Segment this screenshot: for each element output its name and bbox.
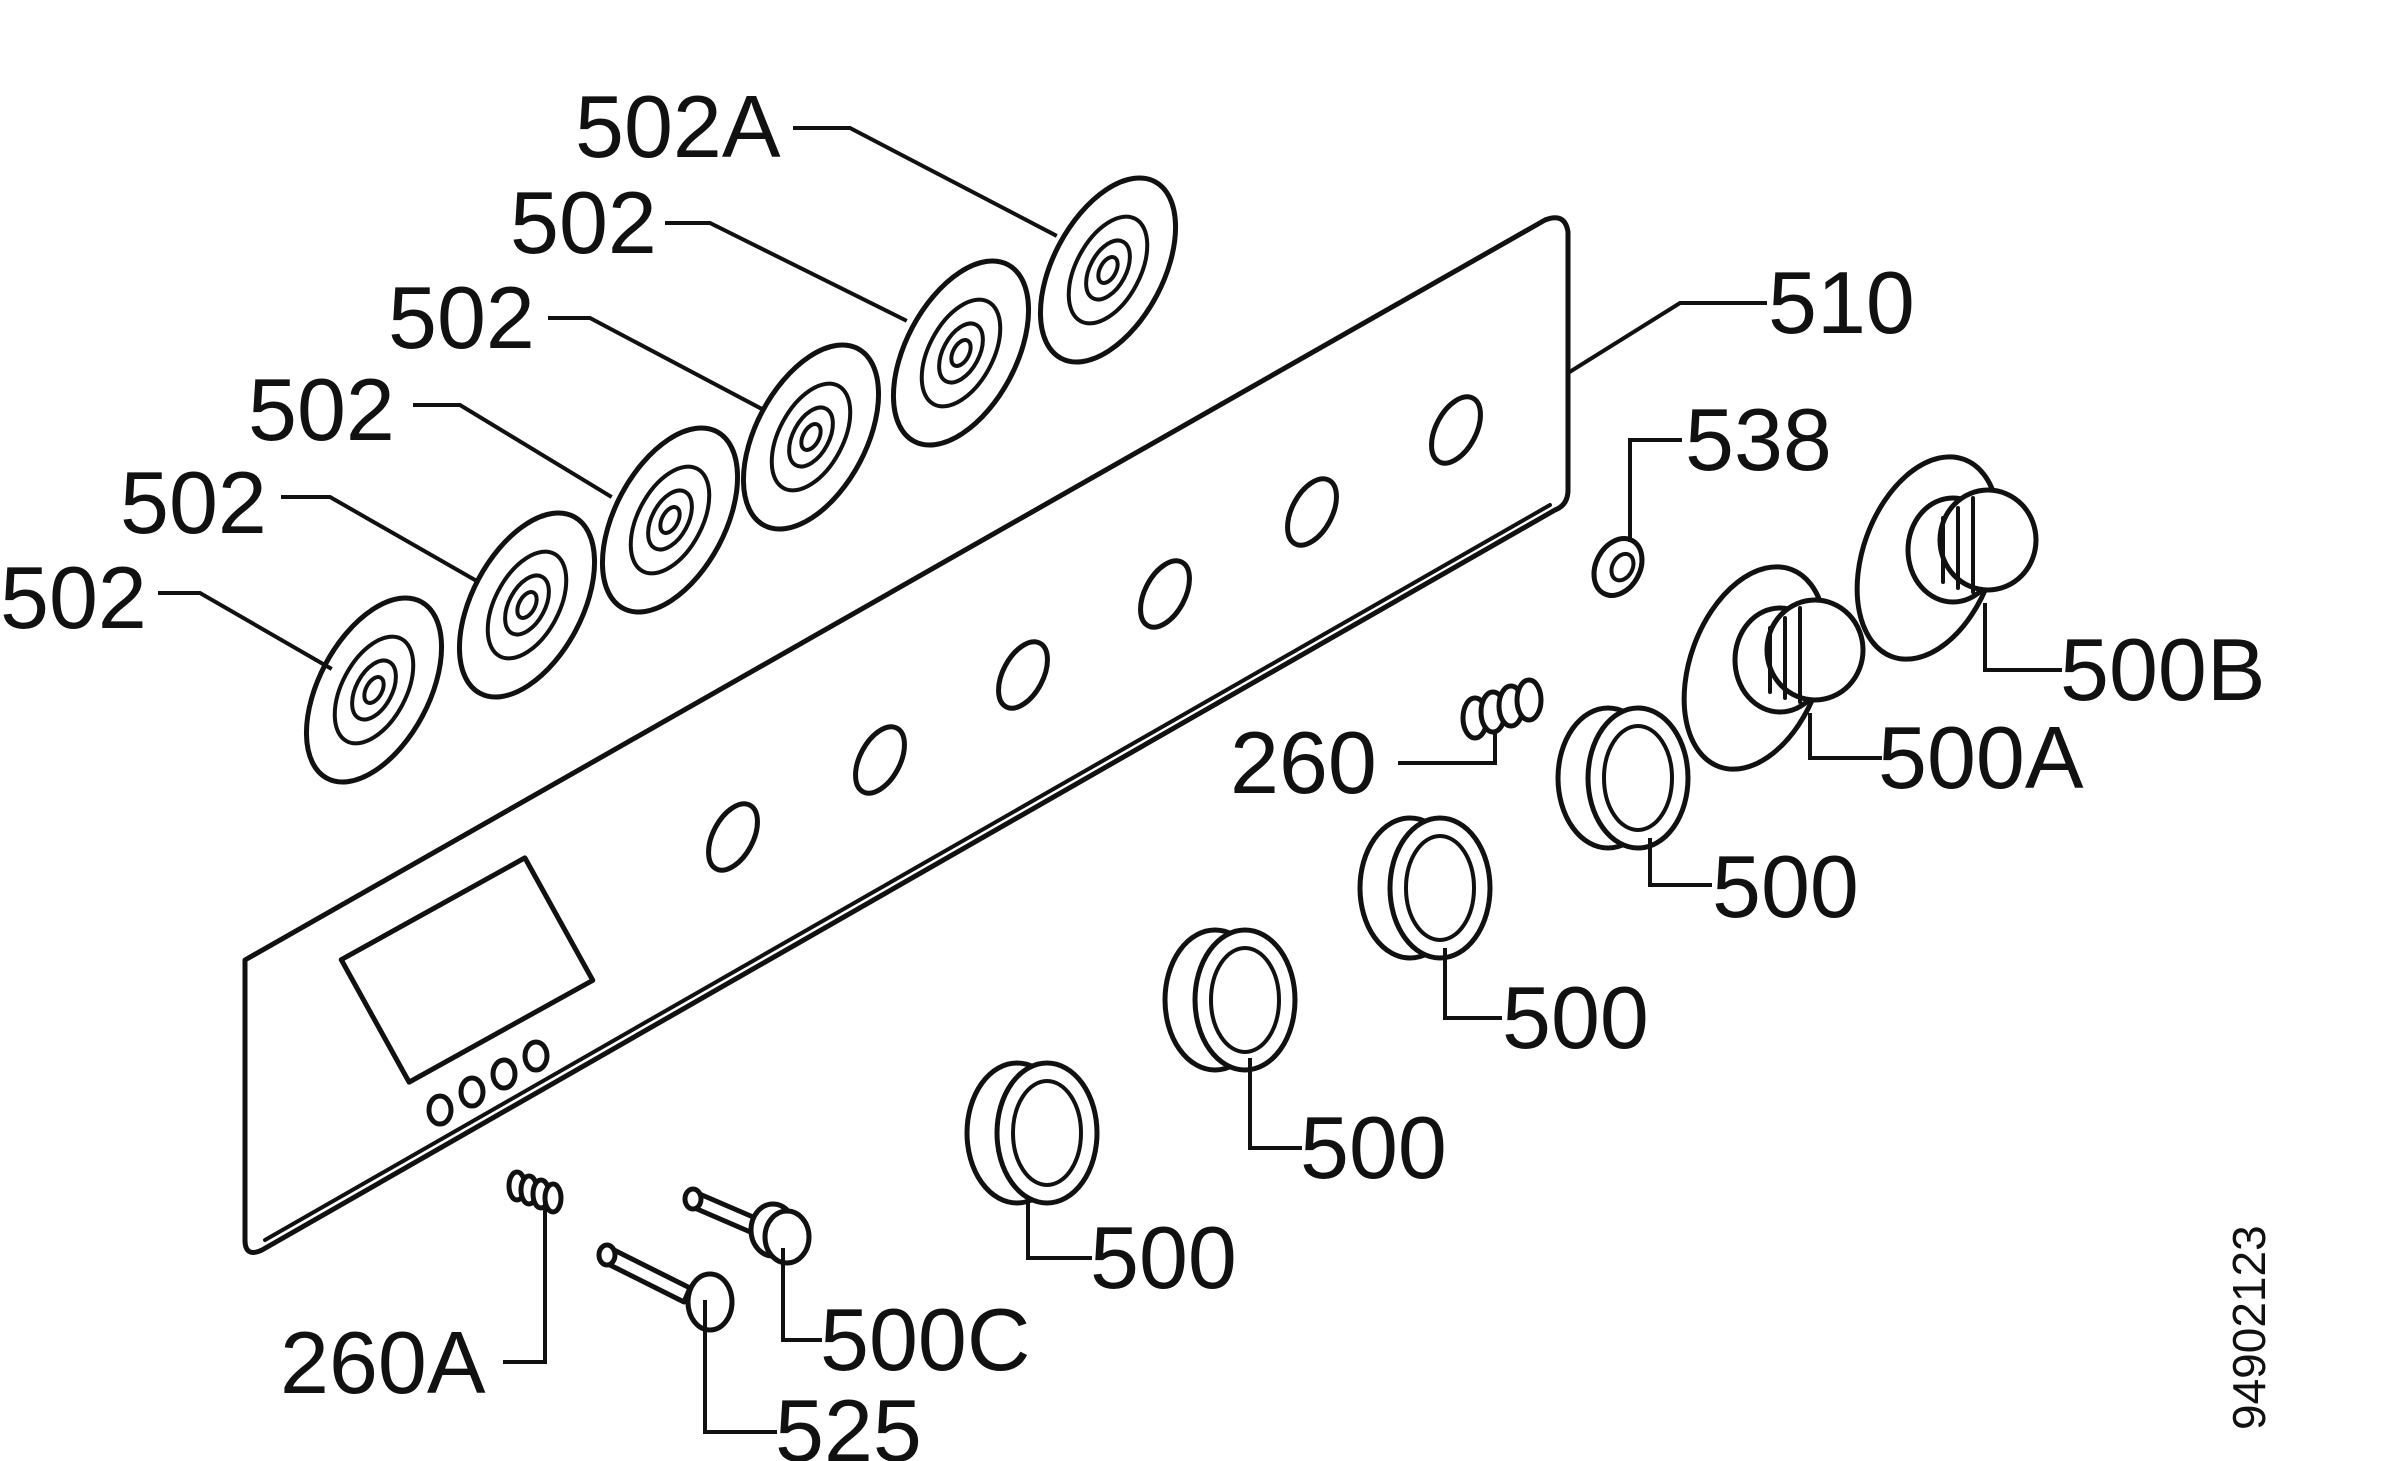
label-260: 260 (1230, 713, 1377, 812)
label-502: 502 (388, 268, 535, 367)
panel-button (522, 1039, 550, 1073)
label-500: 500 (1712, 837, 1859, 936)
label-500: 500 (1502, 968, 1649, 1067)
part-538 (1591, 536, 1645, 598)
label-502: 502 (248, 360, 395, 459)
display-window (338, 855, 596, 1085)
pin-525 (596, 1242, 735, 1333)
label-502: 502 (510, 173, 657, 272)
knob-500c (682, 1186, 812, 1266)
panel-button (426, 1093, 454, 1127)
drawing-number: 94902123 (2223, 1225, 2275, 1430)
knob-hole (996, 639, 1050, 711)
part-labels: 502A 502 502 502 502 502 510 538 500B 50… (0, 77, 2275, 1461)
knob-500b (1854, 454, 2039, 662)
knob-hole (706, 801, 760, 873)
panel-button (490, 1057, 518, 1091)
knob-hole (1429, 394, 1483, 466)
knob-hole (1285, 476, 1339, 548)
label-502: 502 (120, 453, 267, 552)
leader-lines (158, 126, 2062, 1434)
control-knobs (964, 705, 1691, 1206)
label-510: 510 (1768, 253, 1915, 352)
knob-bezels (303, 175, 1179, 785)
label-525: 525 (775, 1381, 922, 1461)
label-538: 538 (1685, 390, 1832, 489)
spring-260 (1460, 677, 1544, 741)
label-502: 502 (0, 548, 147, 647)
spring-260a (506, 1169, 564, 1215)
label-502a: 502A (575, 77, 781, 176)
knob-hole (853, 724, 907, 796)
label-500a: 500A (1878, 708, 2084, 807)
knob-500a (1681, 564, 1866, 772)
label-500: 500 (1090, 1208, 1237, 1307)
panel-button (458, 1075, 486, 1109)
label-500b: 500B (2060, 620, 2266, 719)
label-500c: 500C (820, 1290, 1030, 1389)
label-260a: 260A (280, 1313, 486, 1412)
control-panel (242, 215, 1571, 1255)
knob-hole (1138, 558, 1192, 630)
label-500: 500 (1300, 1098, 1447, 1197)
